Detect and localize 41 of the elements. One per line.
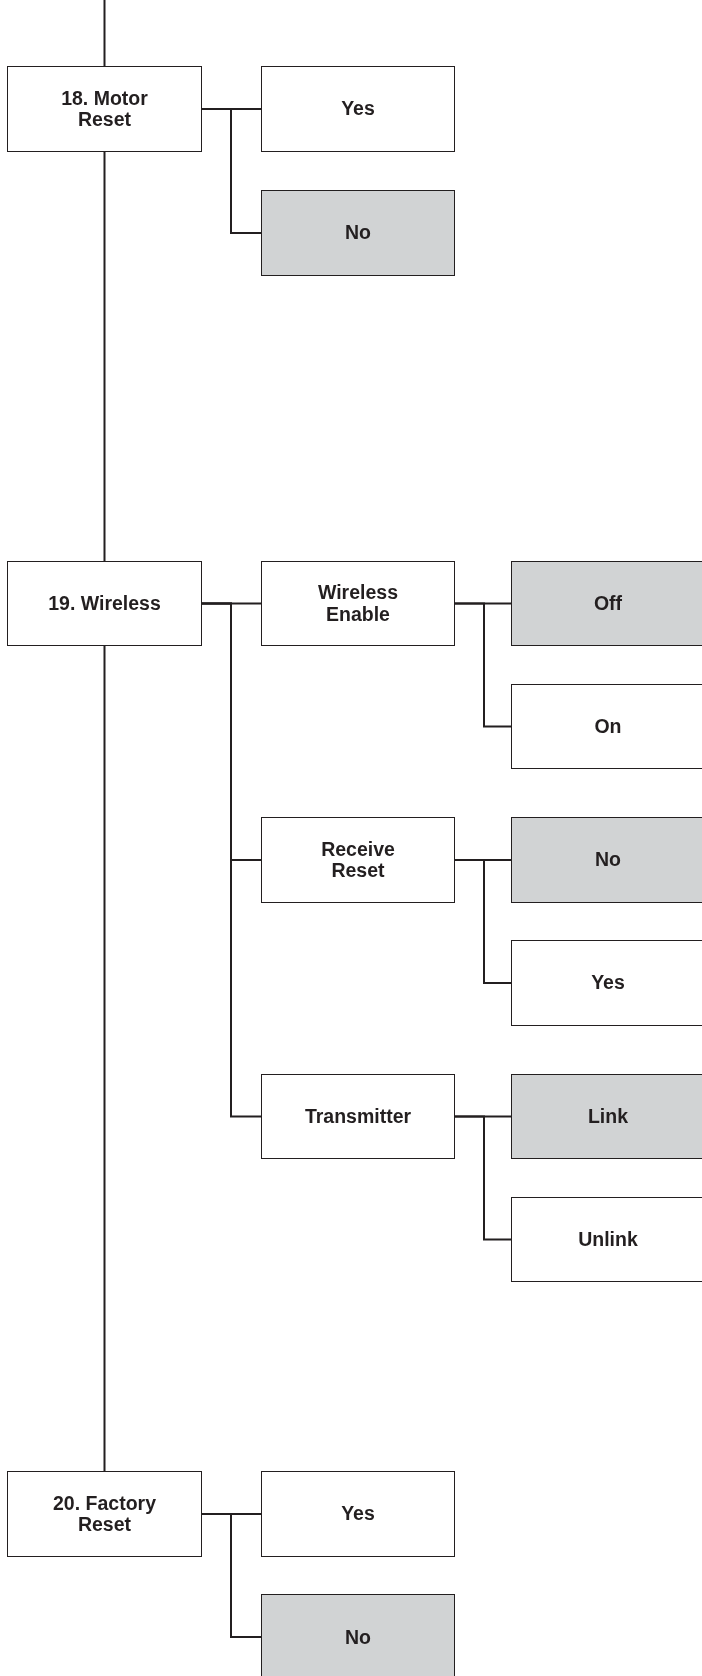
option-box <box>511 684 702 769</box>
option-label: Receive Reset <box>320 838 396 882</box>
option-box <box>261 66 455 152</box>
connector-line <box>454 1115 512 1241</box>
menu-box <box>7 66 202 152</box>
option-label: 20. Factory Reset <box>52 1492 157 1536</box>
option-box <box>511 561 702 646</box>
connector-line <box>454 859 512 984</box>
connector-line <box>201 602 262 1118</box>
submenu-box <box>261 1074 455 1159</box>
option-box <box>261 190 455 276</box>
option-label: 19. Wireless <box>48 592 161 615</box>
option-label: Transmitter <box>304 1105 412 1128</box>
option-label: No <box>345 1626 371 1649</box>
option-box <box>511 817 702 903</box>
connector-line <box>103 0 106 67</box>
option-label: Yes <box>591 972 625 994</box>
option-label: No <box>595 849 621 871</box>
connector-line <box>454 602 512 728</box>
option-label: Yes <box>341 98 375 120</box>
option-box <box>511 1197 702 1282</box>
option-label: Yes <box>341 1503 375 1525</box>
option-box <box>261 1594 455 1676</box>
connector-line <box>201 1513 262 1638</box>
connector-line <box>201 108 262 234</box>
option-label: 18. Motor Reset <box>60 87 149 131</box>
submenu-box <box>261 561 455 646</box>
option-box <box>261 1471 455 1557</box>
option-label: Unlink <box>578 1228 638 1251</box>
option-box <box>511 1074 702 1159</box>
menu-box <box>7 1471 202 1557</box>
option-box <box>511 940 702 1026</box>
option-label: No <box>345 222 371 244</box>
connector-line <box>103 645 106 1472</box>
option-label: Link <box>587 1105 629 1128</box>
menu-box <box>7 561 202 646</box>
option-label: Off <box>593 592 623 615</box>
option-label: Wireless Enable <box>316 582 399 625</box>
option-label: On <box>594 715 622 738</box>
connector-line <box>103 151 106 562</box>
submenu-box <box>261 817 455 903</box>
